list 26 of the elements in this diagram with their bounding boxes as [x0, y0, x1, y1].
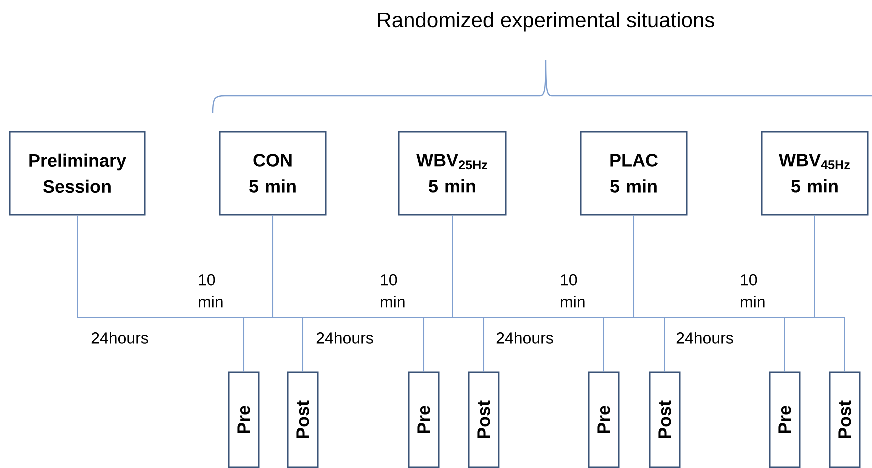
- time-label: 10 min: [381, 274, 405, 308]
- measurement-box: Post: [287, 372, 319, 468]
- measurement-box: Post: [468, 372, 500, 468]
- measurement-box: Pre: [228, 372, 260, 468]
- title: Randomized experimental situations: [378, 12, 714, 32]
- time-label: 24hours: [496, 332, 554, 344]
- connector-line: [664, 318, 786, 372]
- session-box: Preliminary Session: [9, 131, 146, 216]
- time-label: 10 min: [741, 274, 765, 308]
- time-label: 10 min: [561, 274, 585, 308]
- measurement-box: Post: [649, 372, 681, 468]
- time-label: 10 min: [199, 274, 223, 308]
- time-label: 24hours: [676, 332, 734, 344]
- measurement-box: Pre: [588, 372, 620, 468]
- session-box: CON 5 min: [219, 131, 327, 216]
- session-box: WBV$_{25Hz}$ 5 min: [398, 131, 507, 216]
- session-box: WBV$_{45Hz}$ 5 min: [761, 131, 869, 216]
- session-box: PLAC 5 min: [580, 131, 688, 216]
- measurement-box: Post: [829, 372, 861, 468]
- time-label: 24hours: [92, 332, 148, 344]
- measurement-box: Pre: [408, 372, 440, 468]
- time-label: 24hours: [316, 332, 374, 344]
- measurement-box: Pre: [769, 372, 801, 468]
- connector-line: [302, 318, 424, 372]
- connector-line: [484, 318, 604, 372]
- connector-line: [814, 215, 846, 372]
